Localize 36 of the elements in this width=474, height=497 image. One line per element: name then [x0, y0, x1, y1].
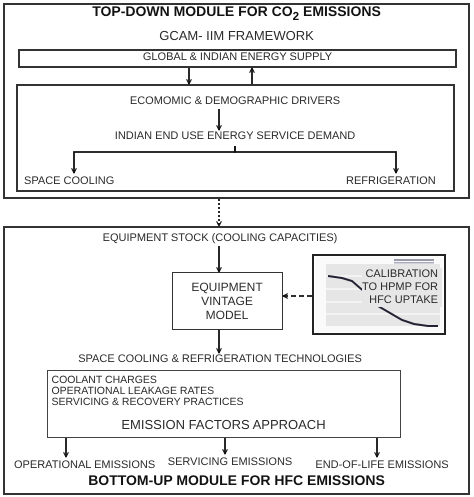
arrow — [374, 438, 380, 458]
node-label: ECOMOMIC & DEMOGRAPHIC DRIVERS — [128, 95, 342, 108]
process-box — [18, 49, 457, 68]
node-label: SERVICING EMISSIONS — [166, 456, 294, 469]
node-label: EQUIPMENT STOCK (COOLING CAPACITIES) — [102, 232, 338, 245]
arrow — [282, 293, 312, 299]
node-label: SPACE COOLING — [24, 175, 116, 188]
process-box — [172, 272, 283, 330]
arrow — [216, 246, 222, 273]
node-label: GLOBAL & INDIAN ENERGY SUPPLY — [142, 51, 334, 64]
arrow — [249, 67, 255, 84]
node-label: COOLANT CHARGES — [52, 374, 158, 386]
process-box — [47, 370, 401, 438]
group-box — [16, 84, 455, 192]
arrow — [63, 438, 69, 458]
module-title: BOTTOM-UP MODULE FOR HFC EMISSIONS — [87, 474, 386, 487]
node-label: CALIBRATION TO HPMP FOR HFC UPTAKE — [362, 268, 442, 307]
subtitle: GCAM- IIM FRAMEWORK — [158, 29, 315, 42]
node-label: REFRIGERATION — [346, 175, 437, 188]
node-label: SPACE COOLING & REFRIGERATION TECHNOLOGIES — [77, 353, 363, 366]
arrow — [216, 330, 222, 354]
module-panel — [3, 3, 470, 199]
node-label: SERVICING & RECOVERY PRACTICES — [52, 396, 244, 408]
module-title: TOP-DOWN MODULE FOR CO$_{2}$ EMISSIONS — [91, 5, 382, 23]
node-label: EMISSION FACTORS APPROACH — [120, 418, 327, 430]
arrow — [186, 68, 192, 85]
node-label: EQUIPMENT VINTAGE MODEL — [190, 280, 264, 322]
node-label: OPERATIONAL EMISSIONS — [14, 459, 154, 472]
arrow — [234, 146, 399, 174]
arrow — [216, 199, 222, 227]
node-label: OPERATIONAL LEAKAGE RATES — [52, 384, 216, 398]
arrow — [222, 438, 228, 455]
node-label: INDIAN END USE ENERGY SERVICE DEMAND — [114, 130, 356, 143]
node-label: END-OF-LIFE EMISSIONS — [314, 459, 450, 472]
arrow — [216, 109, 222, 131]
module-panel — [3, 226, 470, 495]
